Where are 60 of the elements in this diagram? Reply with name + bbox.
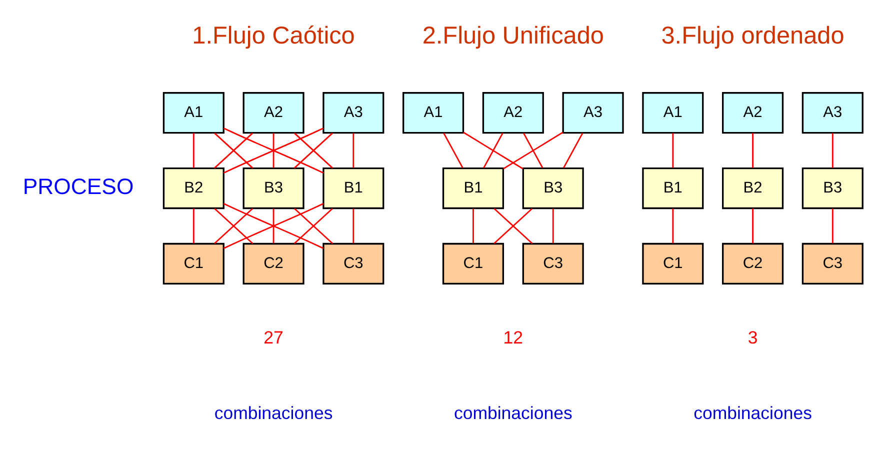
- node-box: B3: [802, 166, 864, 209]
- node-box: B1: [442, 166, 504, 209]
- node-box: C3: [802, 242, 864, 284]
- node-box: A2: [242, 92, 304, 134]
- label: 3: [748, 326, 758, 347]
- connector: [463, 131, 524, 169]
- connector: [494, 208, 533, 244]
- connector: [752, 208, 754, 243]
- node-box: B1: [322, 166, 384, 209]
- node-box: B3: [522, 166, 584, 209]
- label: combinaciones: [694, 402, 812, 422]
- node-box: C1: [642, 242, 704, 284]
- connector: [352, 132, 354, 168]
- connector: [483, 132, 504, 168]
- node-box: C1: [162, 242, 224, 284]
- label: 12: [503, 326, 524, 347]
- connector: [832, 132, 834, 168]
- node-box: A2: [482, 92, 544, 134]
- node-box: B1: [642, 166, 704, 209]
- connector: [503, 131, 564, 169]
- node-box: B2: [722, 166, 784, 209]
- connector: [552, 208, 554, 243]
- connector: [214, 208, 254, 244]
- node-box: C1: [442, 242, 504, 284]
- connector: [272, 208, 274, 243]
- connector: [672, 132, 674, 168]
- node-box: C2: [722, 242, 784, 284]
- connector: [192, 208, 194, 243]
- connector: [752, 132, 754, 168]
- connector: [272, 132, 274, 168]
- node-box: B3: [242, 166, 304, 209]
- connector: [523, 132, 544, 168]
- label: PROCESO: [22, 173, 134, 198]
- connector: [563, 132, 584, 168]
- node-box: A3: [322, 92, 384, 134]
- node-box: A1: [162, 92, 224, 134]
- connector: [192, 132, 194, 168]
- node-box: A1: [402, 92, 464, 134]
- label: combinaciones: [454, 402, 572, 422]
- label: 3.Flujo ordenado: [661, 22, 844, 50]
- label: 2.Flujo Unificado: [422, 22, 604, 50]
- connector: [443, 132, 464, 168]
- node-box: A1: [642, 92, 704, 134]
- connector: [472, 208, 474, 243]
- node-box: C3: [522, 242, 584, 284]
- connector: [352, 208, 354, 243]
- connector: [223, 127, 324, 174]
- connector: [214, 132, 254, 168]
- node-box: A3: [562, 92, 624, 134]
- node-box: C3: [322, 242, 384, 284]
- node-box: C2: [242, 242, 304, 284]
- label: 1.Flujo Caótico: [192, 22, 355, 50]
- connector: [672, 208, 674, 243]
- label: 27: [264, 326, 284, 347]
- connector: [832, 208, 834, 243]
- connector: [223, 202, 324, 248]
- node-box: A2: [722, 92, 784, 134]
- node-box: A3: [802, 92, 864, 134]
- label: combinaciones: [214, 402, 333, 422]
- node-box: B2: [162, 166, 224, 209]
